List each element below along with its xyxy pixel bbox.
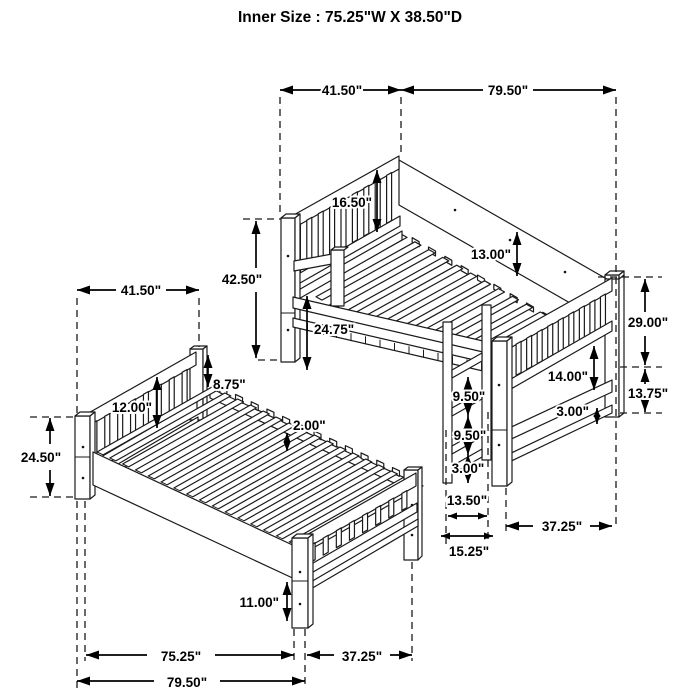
dim-foot-depth: 37.25"	[506, 517, 612, 536]
dim-side-rail-height-label: 13.00"	[471, 247, 511, 262]
dim-upper-bed-length-label: 79.50"	[488, 83, 528, 98]
dim-upper-post-height-label: 42.50"	[222, 272, 262, 287]
dim-slat-rail-thickness: 2.00"	[283, 416, 328, 451]
dim-ladder-step-1: 9.50"	[451, 377, 487, 416]
dim-ladder-outer-width: 15.25"	[441, 532, 493, 561]
dim-side-rail-height: 13.00"	[469, 232, 522, 276]
dim-ladder-step-2-label: 9.50"	[454, 428, 487, 443]
dim-upper-bed-length: 79.50"	[401, 81, 616, 100]
dim-foot-board-height-label: 3.00"	[556, 404, 589, 419]
dim-foot-board-height: 3.00"	[554, 402, 601, 424]
dim-lower-bed-width: 41.50"	[77, 281, 199, 300]
dim-ladder-step-3: 3.00"	[450, 455, 486, 483]
dim-overall-length: 79.50"	[77, 673, 305, 692]
dim-under-upper-clearance: 24.75"	[302, 296, 356, 370]
dim-foot-depth-label: 37.25"	[542, 519, 582, 534]
dimension-guides	[30, 97, 662, 688]
dim-foot-gap-height-label: 14.00"	[548, 369, 588, 384]
ladder-drawing	[442, 304, 492, 484]
dim-ladder-step-2: 9.50"	[452, 416, 488, 455]
dim-lower-post-height: 24.50"	[19, 418, 63, 496]
dim-foot-upper-height: 29.00"	[626, 279, 670, 365]
lower-bed-drawing	[74, 345, 424, 629]
dim-ladder-outer-width-label: 15.25"	[449, 544, 489, 559]
dim-slat-rail-thickness-label: 2.00"	[293, 418, 326, 433]
dim-slat-length-label: 75.25"	[161, 649, 201, 664]
dim-lower-bed-width-label: 41.50"	[121, 283, 161, 298]
dim-ladder-step-1-label: 9.50"	[453, 389, 486, 404]
dim-upper-post-height: 42.50"	[220, 221, 264, 358]
dim-bed-depth-label: 37.25"	[342, 649, 382, 664]
dim-headboard-above-deck-label: 8.75"	[213, 377, 246, 392]
dim-foot-gap-height: 14.00"	[546, 346, 599, 390]
dim-headboard-panel-height-label: 12.00"	[112, 400, 152, 415]
dim-foot-lower-height: 13.75"	[626, 369, 670, 412]
dim-ladder-inner-width-label: 13.50"	[447, 493, 487, 508]
dim-headboard-panel-height: 12.00"	[110, 377, 162, 428]
dim-slat-length: 75.25"	[86, 647, 294, 666]
diagram-title: Inner Size : 75.25"W X 38.50"D	[238, 9, 462, 26]
dim-foot-lower-height-label: 13.75"	[628, 386, 668, 401]
dim-headboard-above-deck: 8.75"	[203, 355, 248, 394]
dim-guardrail-height-label: 16.50"	[332, 195, 372, 210]
dim-overall-length-label: 79.50"	[167, 675, 207, 690]
dim-under-bed-clearance-label: 11.00"	[240, 595, 279, 610]
dim-bed-depth: 37.25"	[307, 647, 412, 666]
dim-ladder-step-3-label: 3.00"	[452, 461, 485, 476]
dim-guardrail-height: 16.50"	[330, 170, 382, 232]
dim-upper-bed-width-label: 41.50"	[322, 83, 362, 98]
dim-ladder-inner-width: 13.50"	[445, 491, 489, 520]
dim-lower-post-height-label: 24.50"	[21, 450, 61, 465]
dim-under-upper-clearance-label: 24.75"	[314, 322, 354, 337]
dim-under-bed-clearance: 11.00"	[238, 582, 292, 621]
upper-bunk-drawing	[280, 155, 626, 487]
dim-foot-upper-height-label: 29.00"	[628, 315, 668, 330]
dim-upper-bed-width: 41.50"	[280, 81, 401, 100]
